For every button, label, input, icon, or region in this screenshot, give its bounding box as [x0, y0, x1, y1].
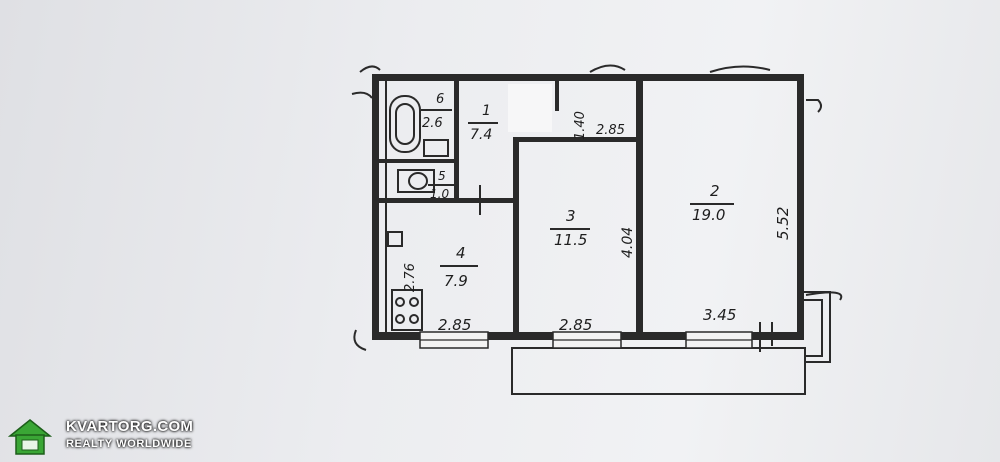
dim-kitchen-width: 2.85	[438, 316, 471, 334]
window-kitchen	[419, 331, 489, 349]
door-arc-room2	[589, 64, 626, 73]
room4-number: 4	[456, 244, 466, 262]
dim-corridor-width: 2.85	[596, 123, 625, 138]
window-room2	[685, 331, 753, 349]
right-tick-mid	[805, 291, 843, 301]
dim-room3-width: 2.85	[559, 316, 592, 334]
dim-room3-depth: 4.04	[620, 227, 636, 258]
stove-icon	[391, 289, 423, 331]
left-tick-bot	[353, 329, 367, 351]
erased-patch	[508, 84, 552, 132]
room1-number: 1	[482, 103, 491, 119]
wall-top	[372, 74, 804, 81]
watermark: KVARTORG.COM REALTY WORLDWIDE	[8, 416, 208, 458]
left-tick-mid	[351, 91, 373, 99]
room3-number: 3	[566, 207, 576, 225]
sink-icon	[423, 139, 449, 157]
wall-closet	[555, 81, 559, 111]
room4-area: 7.9	[444, 272, 468, 290]
wall-bump-inner	[804, 299, 823, 357]
room6-area: 2.6	[422, 116, 443, 131]
right-tick-top	[806, 99, 822, 113]
toilet-icon	[397, 169, 435, 193]
wall-room3-left	[513, 137, 519, 332]
bathtub-icon	[389, 95, 421, 153]
watermark-title: KVARTORG.COM	[66, 418, 194, 435]
room5-number: 5	[438, 169, 446, 183]
watermark-subtitle: REALTY WORLDWIDE	[66, 438, 192, 450]
room2-area: 19.0	[692, 206, 725, 224]
wall-bump	[804, 291, 831, 363]
wall-room2-left	[636, 81, 643, 332]
wall-left	[372, 74, 379, 340]
wall-room3-top	[513, 137, 640, 142]
wall-bath-bottom	[379, 198, 513, 203]
house-icon	[8, 419, 52, 455]
dim-room2-width: 3.45	[703, 306, 736, 324]
room3-area: 11.5	[554, 231, 587, 249]
left-tick-top	[359, 65, 381, 73]
dim-top-gap: 1.40	[573, 111, 588, 140]
balcony-outline	[511, 347, 806, 395]
dim-kitchen-depth: 2.76	[403, 263, 418, 292]
wall-right	[797, 74, 804, 340]
room1-area: 7.4	[470, 127, 492, 143]
room6-number: 6	[436, 92, 444, 107]
dim-room2-depth: 5.52	[774, 207, 792, 240]
room5-area: 1.0	[430, 187, 449, 201]
wall-bath-corridor	[454, 81, 459, 201]
wall-bath-divider	[379, 159, 454, 163]
door-arc-top	[709, 65, 771, 73]
kitchen-sink-icon	[387, 231, 403, 247]
room2-number: 2	[710, 182, 720, 200]
window-room3	[552, 331, 622, 349]
